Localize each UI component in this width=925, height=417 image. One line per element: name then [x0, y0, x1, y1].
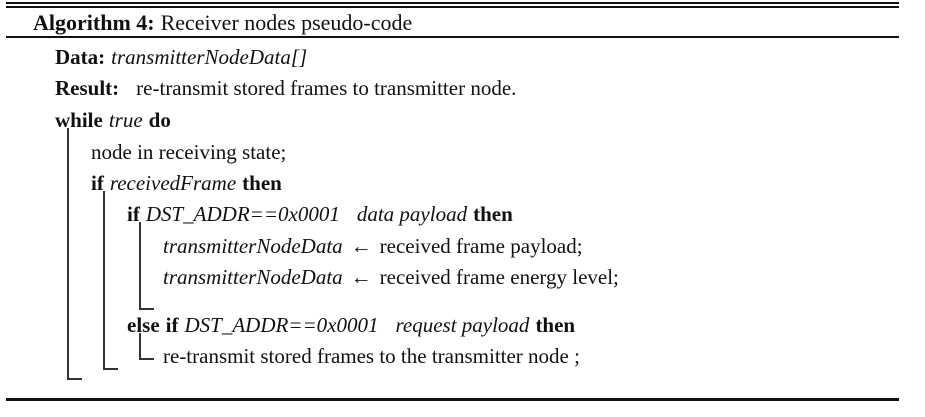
keyword-else: else — [127, 313, 160, 337]
assignment-arrow-icon: ← — [350, 234, 372, 258]
result-line: Result: re-transmit stored frames to tran… — [55, 75, 516, 101]
line-retransmit-stored-frames: re-transmit stored frames to the transmi… — [163, 343, 580, 369]
keyword-do: do — [148, 108, 171, 132]
algorithm-caption: Algorithm 4:Receiver nodes pseudo-code — [33, 9, 412, 36]
condition-received-frame: receivedFrame — [109, 171, 237, 195]
keyword-if: if — [91, 171, 104, 195]
statement-retransmit-stored-frames: re-transmit stored frames to the transmi… — [163, 344, 580, 368]
condition-request-payload: request payload — [395, 313, 530, 337]
condition-dst-addr: DST_ADDR==0x0001 — [184, 313, 379, 337]
rule-bottom — [6, 398, 899, 401]
variable-transmitter-node-data: transmitterNodeData — [163, 265, 343, 289]
line-node-receiving-state: node in receiving state; — [91, 139, 286, 165]
algorithm-title: Receiver nodes pseudo-code — [160, 10, 413, 35]
rule-top-outer — [6, 2, 899, 4]
value-received-frame-payload: received frame payload; — [379, 234, 583, 258]
keyword-if: if — [127, 202, 140, 226]
condition-true: true — [108, 108, 143, 132]
line-assign-frame-payload: transmitterNodeData ← received frame paylo… — [163, 233, 583, 259]
keyword-while: while — [55, 108, 103, 132]
indent-guide-if-received-frame — [103, 191, 118, 370]
data-keyword: Data: — [55, 45, 106, 69]
data-line: Data:transmitterNodeData[] — [55, 44, 307, 70]
assignment-arrow-icon: ← — [350, 265, 372, 289]
indent-guide-if-data-payload — [139, 222, 154, 310]
condition-dst-addr: DST_ADDR==0x0001 — [145, 202, 340, 226]
keyword-then: then — [242, 171, 282, 195]
indent-guide-while — [67, 128, 82, 380]
line-assign-frame-energy-level: transmitterNodeData ← received frame energ… — [163, 264, 619, 290]
rule-below-title — [6, 36, 899, 38]
algorithm-number-label: Algorithm 4: — [33, 10, 155, 35]
statement-node-receiving-state: node in receiving state; — [91, 140, 287, 164]
keyword-then: then — [535, 313, 576, 337]
result-keyword: Result: — [55, 76, 120, 100]
rule-top-inner — [6, 6, 899, 8]
keyword-then: then — [473, 202, 513, 226]
data-value: transmitterNodeData[] — [111, 45, 308, 69]
condition-data-payload: data payload — [356, 202, 468, 226]
result-value: re-transmit stored frames to transmitter… — [136, 76, 517, 100]
variable-transmitter-node-data: transmitterNodeData — [163, 234, 343, 258]
value-received-frame-energy: received frame energy level; — [379, 265, 619, 289]
keyword-if: if — [165, 313, 179, 337]
